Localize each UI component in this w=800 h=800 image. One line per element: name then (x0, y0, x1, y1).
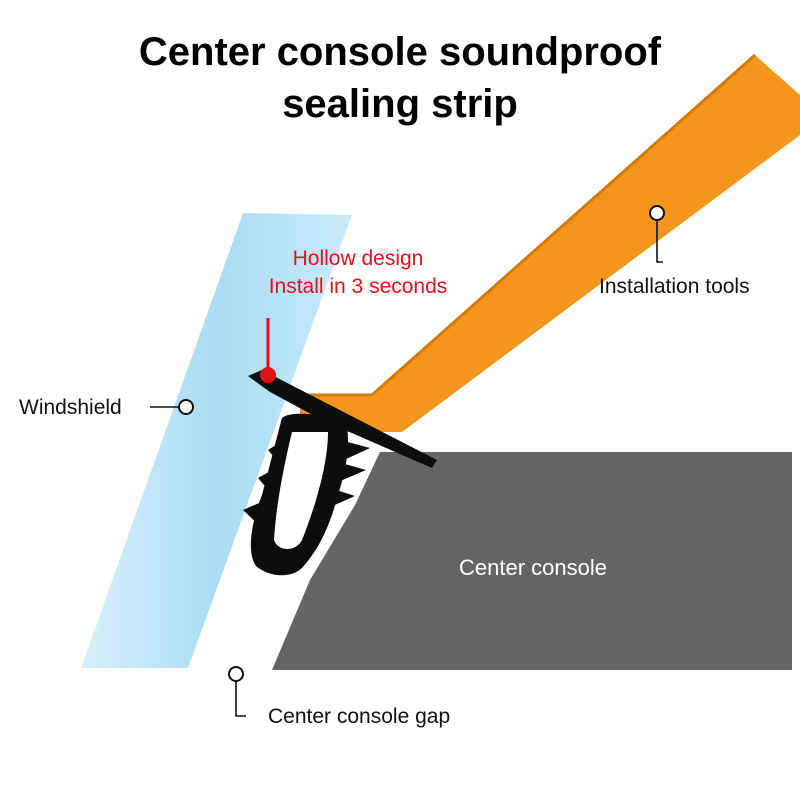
sealing-strip-fin (338, 462, 366, 482)
sealing-strip-fin (268, 440, 284, 462)
callout-line-1: Hollow design (292, 247, 424, 270)
sealing-strip-fin (328, 488, 355, 508)
windshield-label: Windshield (19, 396, 122, 419)
sealing-strip-lip (248, 370, 437, 468)
center-console-shape (272, 452, 792, 670)
installation-tools-marker (649, 205, 665, 221)
installation-tool-edge (300, 53, 756, 397)
callout-marker-dot (260, 367, 276, 383)
windshield-shape (81, 213, 352, 668)
sealing-strip-fin (340, 440, 370, 460)
installation-tools-leader (656, 220, 663, 263)
windshield-marker (178, 399, 194, 415)
installation-tools-label: Installation tools (599, 275, 750, 298)
sealing-strip-fin (258, 468, 276, 492)
sealing-strip (243, 370, 437, 576)
title-line-2: sealing strip (282, 82, 518, 126)
installation-tool-shape (300, 55, 800, 432)
hollow-design-callout: Hollow design Install in 3 seconds (238, 245, 478, 301)
console-gap-leader (235, 681, 246, 717)
callout-line-2: Install in 3 seconds (268, 275, 448, 298)
center-console-label: Center console (459, 555, 607, 580)
title-line-1: Center console soundproof (138, 30, 662, 74)
console-gap-marker (228, 666, 244, 682)
sealing-strip-hollow (274, 432, 328, 549)
page-title: Center console soundproof sealing strip (0, 26, 800, 130)
sealing-strip-fin (243, 500, 266, 528)
center-console-gap-label: Center console gap (268, 705, 451, 728)
